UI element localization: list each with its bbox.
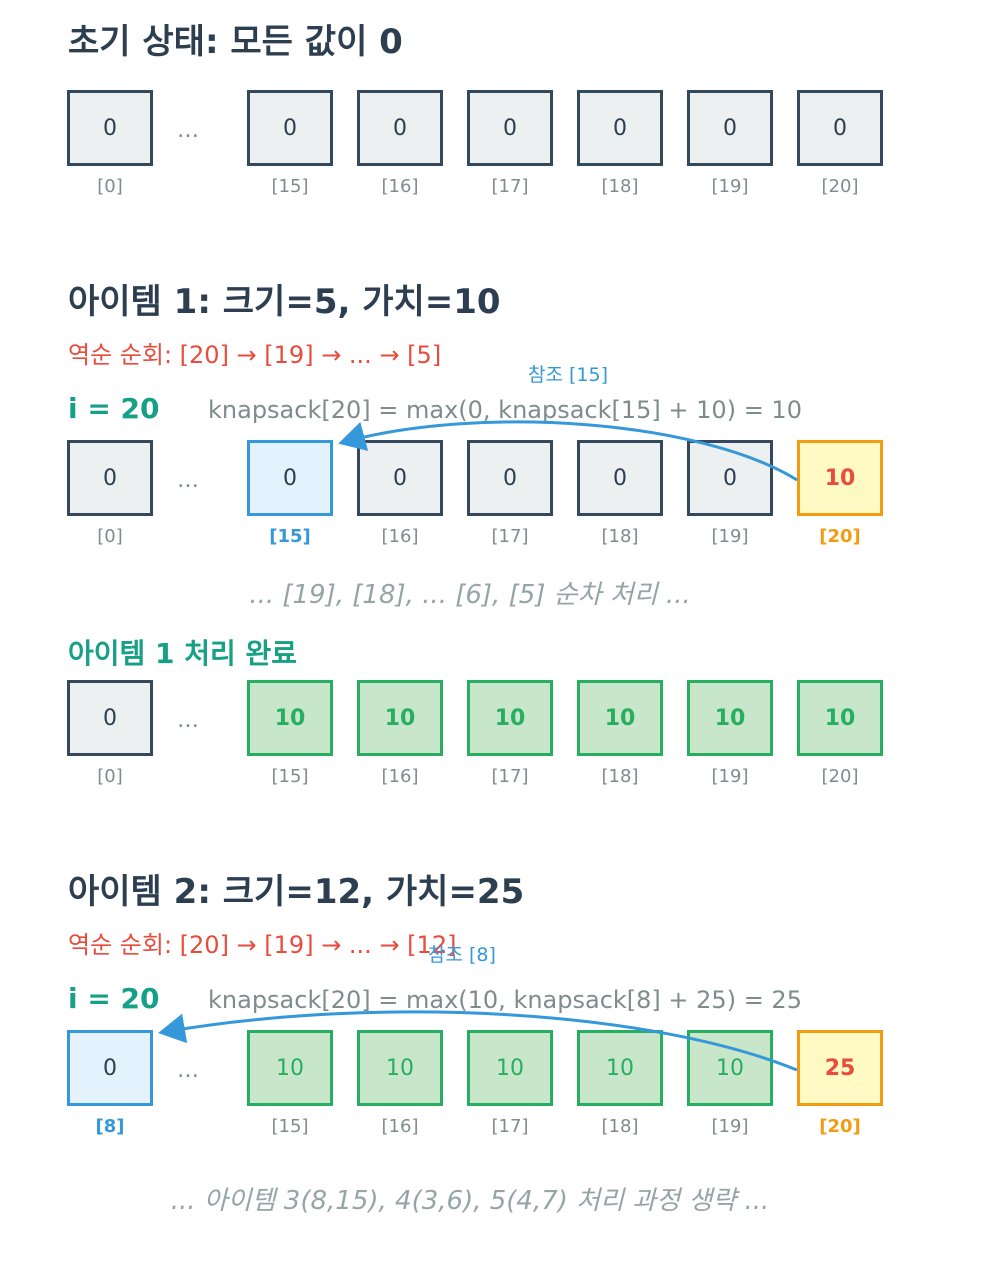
array-index: [16] bbox=[381, 176, 419, 197]
item2-order-text: 역순 순회: [20] → [19] → ... → [12] bbox=[68, 931, 457, 959]
array-index: [19] bbox=[711, 1116, 749, 1137]
item1-done-title: 아이템 1 처리 완료 bbox=[68, 637, 298, 670]
array-index: [15] bbox=[271, 766, 309, 787]
array-index: [18] bbox=[601, 526, 639, 547]
item1-order-text: 역순 순회: [20] → [19] → ... → [5] bbox=[68, 341, 442, 369]
array-cell: 0 bbox=[357, 440, 443, 516]
initial-title: 초기 상태: 모든 값이 0 bbox=[68, 22, 403, 62]
array-index: [18] bbox=[601, 176, 639, 197]
ellipsis: … bbox=[177, 1058, 199, 1083]
item2-formula: knapsack[20] = max(10, knapsack[8] + 25)… bbox=[208, 986, 802, 1014]
array-index: [19] bbox=[711, 526, 749, 547]
referenced-cell: 0 bbox=[67, 1030, 153, 1106]
array-index: [0] bbox=[97, 526, 123, 547]
referenced-cell: 0 bbox=[247, 440, 333, 516]
array-index: [15] bbox=[271, 176, 309, 197]
updated-cell: 10 bbox=[467, 1030, 553, 1106]
ellipsis: … bbox=[177, 708, 199, 733]
item1-formula: knapsack[20] = max(0, knapsack[15] + 10)… bbox=[208, 396, 802, 424]
ellipsis: … bbox=[177, 468, 199, 493]
array-index: [17] bbox=[491, 1116, 529, 1137]
item2-i-label: i = 20 bbox=[68, 982, 160, 1015]
item2-title: 아이템 2: 크기=12, 가치=25 bbox=[68, 872, 525, 912]
updated-cell: 10 bbox=[247, 1030, 333, 1106]
array-cell: 0 bbox=[67, 680, 153, 756]
target-cell: 25 bbox=[797, 1030, 883, 1106]
updated-cell: 10 bbox=[357, 680, 443, 756]
array-cell: 0 bbox=[247, 90, 333, 166]
array-index: [16] bbox=[381, 526, 419, 547]
array-index: [18] bbox=[601, 766, 639, 787]
array-index: [17] bbox=[491, 176, 529, 197]
item1-ref-label: 참조 [15] bbox=[528, 364, 609, 386]
target-cell: 10 bbox=[797, 440, 883, 516]
item1-title: 아이템 1: 크기=5, 가치=10 bbox=[68, 282, 501, 322]
updated-cell: 10 bbox=[687, 1030, 773, 1106]
item1-progress-note: ... [19], [18], ... [6], [5] 순차 처리 ... bbox=[249, 580, 691, 610]
array-cell: 0 bbox=[467, 440, 553, 516]
array-index: [16] bbox=[381, 766, 419, 787]
array-cell: 0 bbox=[577, 440, 663, 516]
referenced-index: [8] bbox=[95, 1116, 125, 1137]
target-index: [20] bbox=[819, 1116, 861, 1137]
array-index: [19] bbox=[711, 766, 749, 787]
item2-reference-arrow bbox=[158, 1010, 798, 1072]
array-index: [17] bbox=[491, 766, 529, 787]
array-cell: 0 bbox=[67, 90, 153, 166]
array-index: [19] bbox=[711, 176, 749, 197]
item1-i-label: i = 20 bbox=[68, 392, 160, 425]
array-index: [18] bbox=[601, 1116, 639, 1137]
item1-reference-arrow bbox=[338, 420, 798, 482]
updated-cell: 10 bbox=[797, 680, 883, 756]
item2-ref-label: 참조 [8] bbox=[428, 944, 496, 966]
array-cell: 0 bbox=[797, 90, 883, 166]
updated-cell: 10 bbox=[247, 680, 333, 756]
array-index: [17] bbox=[491, 526, 529, 547]
array-cell: 0 bbox=[687, 440, 773, 516]
array-index: [0] bbox=[97, 176, 123, 197]
updated-cell: 10 bbox=[577, 1030, 663, 1106]
array-index: [16] bbox=[381, 1116, 419, 1137]
array-index: [0] bbox=[97, 766, 123, 787]
array-index: [20] bbox=[821, 766, 859, 787]
array-cell: 0 bbox=[577, 90, 663, 166]
referenced-index: [15] bbox=[269, 526, 311, 547]
array-cell: 0 bbox=[357, 90, 443, 166]
ellipsis: … bbox=[177, 118, 199, 143]
updated-cell: 10 bbox=[357, 1030, 443, 1106]
array-index: [15] bbox=[271, 1116, 309, 1137]
target-index: [20] bbox=[819, 526, 861, 547]
updated-cell: 10 bbox=[467, 680, 553, 756]
footer-note: ... 아이템 3(8,15), 4(3,6), 5(4,7) 처리 과정 생략… bbox=[170, 1186, 770, 1216]
updated-cell: 10 bbox=[577, 680, 663, 756]
array-index: [20] bbox=[821, 176, 859, 197]
updated-cell: 10 bbox=[687, 680, 773, 756]
array-cell: 0 bbox=[687, 90, 773, 166]
array-cell: 0 bbox=[67, 440, 153, 516]
array-cell: 0 bbox=[467, 90, 553, 166]
